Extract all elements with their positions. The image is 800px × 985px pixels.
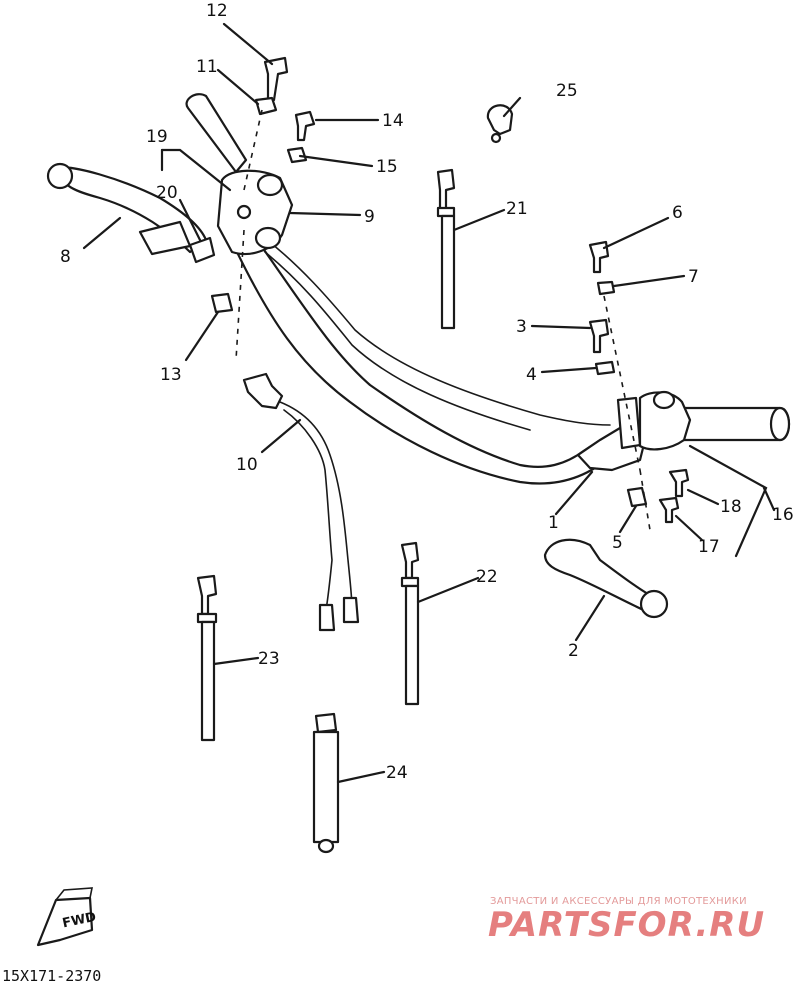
callout-4: 4: [526, 365, 537, 385]
fwd-label: FWD: [61, 910, 98, 932]
callout-11: 11: [196, 57, 218, 77]
callout-14: 14: [382, 111, 404, 131]
callout-18: 18: [720, 497, 742, 517]
washer-11: [254, 96, 278, 116]
nut-5: [626, 486, 648, 508]
bolt-6: [588, 240, 610, 274]
fwd-arrow-icon: FWD: [36, 887, 98, 947]
callout-16: 16: [772, 505, 794, 525]
watermark-brand: PARTSFOR.RU: [488, 905, 765, 945]
clamp-25-pin: [490, 132, 502, 144]
callout-17: 17: [698, 537, 720, 557]
callout-21: 21: [506, 199, 528, 219]
bolt-12: [263, 56, 289, 102]
left-lever-holder: [216, 169, 294, 256]
bolt-14: [294, 110, 316, 142]
callout-7: 7: [688, 267, 699, 287]
screw-18: [668, 468, 690, 498]
watermark-tagline: ЗАПЧАСТИ И АКСЕССУАРЫ ДЛЯ МОТОТЕХНИКИ: [490, 896, 747, 907]
cable-band-21: [436, 168, 456, 330]
drawing-code: 15X171-2370: [2, 967, 101, 985]
screw-17: [658, 496, 680, 524]
cable-band-23: [196, 574, 218, 742]
callout-15: 15: [376, 157, 398, 177]
callout-8: 8: [60, 247, 71, 267]
callout-1: 1: [548, 513, 559, 533]
callout-12: 12: [206, 1, 228, 21]
washer-7: [596, 280, 616, 296]
right-lever: [543, 538, 669, 619]
callout-24: 24: [386, 763, 408, 783]
callout-6: 6: [672, 203, 683, 223]
callout-20: 20: [156, 183, 178, 203]
callout-23: 23: [258, 649, 280, 669]
nut-15: [286, 146, 308, 164]
callout-13: 13: [160, 365, 182, 385]
cable-band-24: [312, 712, 340, 854]
right-lever-holder: [576, 390, 692, 472]
callout-25: 25: [556, 81, 578, 101]
callout-3: 3: [516, 317, 527, 337]
callout-labels: 12 11 14 15 19 20 9 8 13 10 21 25 6 7 3 …: [60, 1, 794, 783]
brake-light-switch: [242, 372, 360, 632]
leader-lines: [82, 22, 776, 784]
callout-22: 22: [476, 567, 498, 587]
nut-13: [210, 292, 234, 314]
bolt-axis-left: [235, 109, 263, 361]
watermark: ЗАПЧАСТИ И АКСЕССУАРЫ ДЛЯ МОТОТЕХНИКИ PA…: [488, 896, 765, 945]
bolt-20: [188, 236, 216, 264]
bolt-3: [588, 318, 610, 354]
callout-5: 5: [612, 533, 623, 553]
handlebar: [185, 93, 791, 485]
bolt-axis-right: [603, 295, 651, 531]
callout-2: 2: [568, 641, 579, 661]
cable-band-22: [400, 541, 420, 706]
callout-19: 19: [146, 127, 168, 147]
washer-4: [594, 360, 616, 376]
left-lever: [46, 162, 208, 256]
callout-10: 10: [236, 455, 258, 475]
callout-9: 9: [364, 207, 375, 227]
